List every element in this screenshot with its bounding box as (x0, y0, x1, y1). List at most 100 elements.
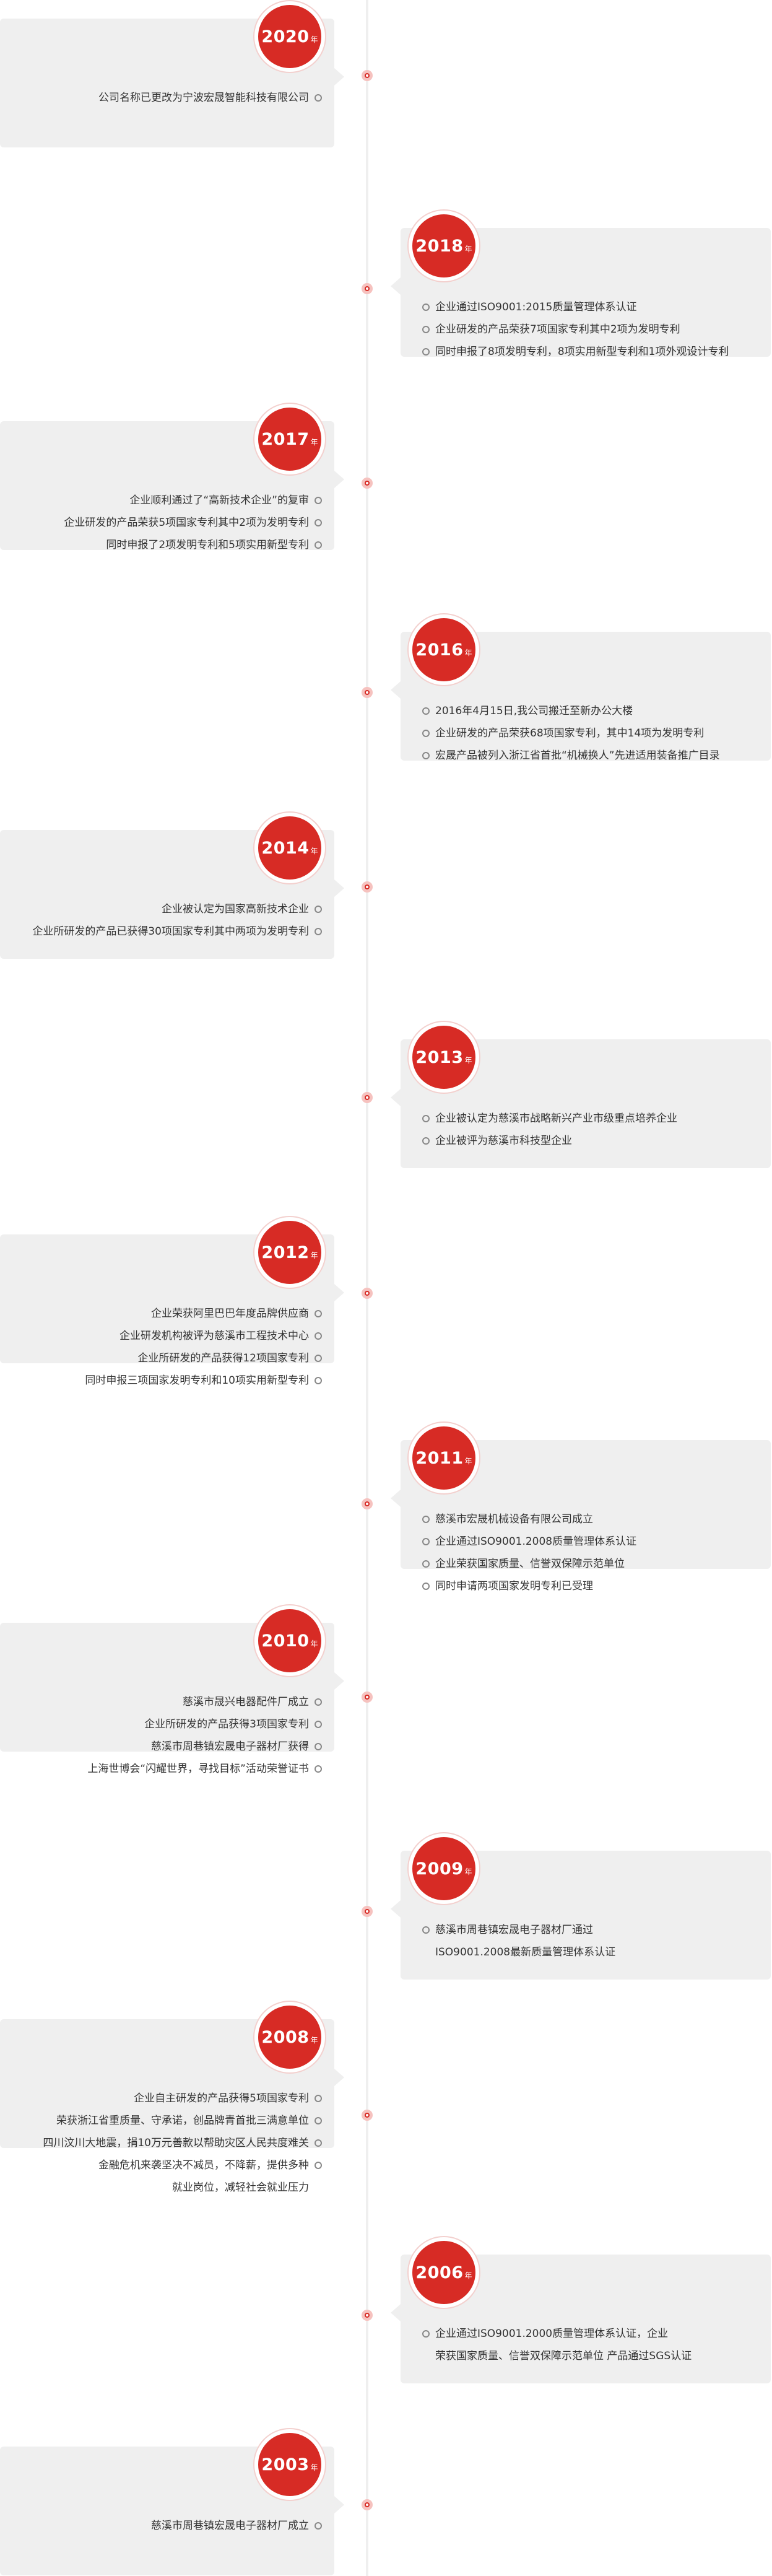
timeline-dot-2020 (362, 70, 373, 81)
circle-bullet-icon (314, 519, 322, 526)
circle-bullet-icon (422, 752, 430, 759)
timeline-dot-2014 (362, 881, 373, 893)
milestone-text: 就业岗位，减轻社会就业压力 (172, 2181, 309, 2194)
milestone-list: 慈溪市宏晟机械设备有限公司成立企业通过ISO9001.2008质量管理体系认证企… (422, 1508, 636, 1597)
circle-bullet-icon (422, 1926, 430, 1934)
year-suffix: 年 (310, 1251, 318, 1260)
year-suffix: 年 (310, 2463, 318, 2472)
year-suffix: 年 (310, 846, 318, 855)
milestone-text: 企业研发的产品荣获68项国家专利，其中14项为发明专利 (435, 727, 705, 740)
circle-bullet-icon (314, 2139, 322, 2147)
milestone-item: 企业所研发的产品获得3项国家专利 (87, 1713, 322, 1736)
milestone-text: 2016年4月15日,我公司搬迁至新办公大楼 (435, 705, 633, 717)
milestone-item: 企业通过ISO9001:2015质量管理体系认证 (422, 296, 729, 318)
circle-bullet-icon (422, 1137, 430, 1145)
milestone-text: 企业自主研发的产品获得5项国家专利 (134, 2092, 309, 2105)
milestone-list: 慈溪市周巷镇宏晟电子器材厂成立 (151, 2515, 322, 2537)
milestone-text: 企业研发的产品荣获7项国家专利其中2项为发明专利 (435, 323, 680, 336)
milestone-list: 企业通过ISO9001.2000质量管理体系认证，企业荣获国家质量、信誉双保障示… (422, 2323, 692, 2367)
year-label: 2009 (415, 1859, 464, 1879)
milestone-item: 企业荣获阿里巴巴年度品牌供应商 (85, 1303, 322, 1325)
timeline-dot-2008 (362, 2110, 373, 2121)
milestone-text: 慈溪市宏晟机械设备有限公司成立 (435, 1513, 593, 1526)
milestone-text: 荣获浙江省重质量、守承诺，创品牌青首批三满意单位 (56, 2115, 309, 2127)
milestone-list: 企业荣获阿里巴巴年度品牌供应商企业研发机构被评为慈溪市工程技术中心企业所研发的产… (85, 1303, 322, 1392)
timeline-dot-2012 (362, 1288, 373, 1299)
circle-bullet-icon (422, 707, 430, 715)
milestone-item: 企业研发的产品荣获68项国家专利，其中14项为发明专利 (422, 722, 720, 744)
timeline-dot-2017 (362, 478, 373, 489)
milestone-list: 企业被认定为国家高新技术企业企业所研发的产品已获得30项国家专利其中两项为发明专… (32, 898, 322, 943)
milestone-list: 企业自主研发的产品获得5项国家专利荣获浙江省重质量、守承诺，创品牌青首批三满意单… (43, 2087, 322, 2199)
milestone-text: 企业被认定为慈溪市战略新兴产业市级重点培养企业 (435, 1112, 677, 1125)
milestone-item: 公司名称已更改为宁波宏晟智能科技有限公司 (98, 87, 322, 109)
milestone-item: 企业研发的产品荣获5项国家专利其中2项为发明专利 (64, 512, 322, 534)
circle-bullet-icon (422, 1538, 430, 1545)
circle-bullet-icon (314, 1721, 322, 1728)
circle-bullet-icon (314, 2522, 322, 2530)
circle-bullet-icon (314, 1743, 322, 1750)
milestone-text: 企业被认定为国家高新技术企业 (162, 903, 309, 915)
milestone-item: 企业所研发的产品获得12项国家专利 (85, 1347, 322, 1369)
milestone-list: 慈溪市晟兴电器配件厂成立企业所研发的产品获得3项国家专利慈溪市周巷镇宏晟电子器材… (87, 1691, 322, 1780)
year-suffix: 年 (464, 244, 472, 253)
circle-bullet-icon (422, 1583, 430, 1590)
year-suffix: 年 (464, 1867, 472, 1876)
circle-bullet-icon (314, 1698, 322, 1706)
milestone-item: 慈溪市晟兴电器配件厂成立 (87, 1691, 322, 1713)
milestone-text: 四川汶川大地震，捐10万元善款以帮助灾区人民共度难关 (43, 2137, 309, 2149)
milestone-item: 慈溪市周巷镇宏晟电子器材厂成立 (151, 2515, 322, 2537)
milestone-item: 企业顺利通过了“高新技术企业”的复审 (64, 489, 322, 512)
circle-bullet-icon (314, 1332, 322, 1340)
year-suffix: 年 (464, 648, 472, 657)
milestone-item: 企业通过ISO9001.2000质量管理体系认证，企业 (422, 2323, 692, 2345)
year-label: 2018 (415, 236, 464, 256)
milestone-item: 荣获浙江省重质量、守承诺，创品牌青首批三满意单位 (43, 2110, 322, 2132)
milestone-item: 宏晟产品被列入浙江省首批“机械换人”先进适用装备推广目录 (422, 744, 720, 767)
milestone-item: 2016年4月15日,我公司搬迁至新办公大楼 (422, 700, 720, 722)
year-label: 2011 (415, 1448, 464, 1468)
milestone-text: 同时申报了8项发明专利，8项实用新型专利和1项外观设计专利 (435, 346, 729, 358)
timeline-dot-2013 (362, 1092, 373, 1103)
milestone-text: 慈溪市周巷镇宏晟电子器材厂成立 (151, 2520, 309, 2532)
year-suffix: 年 (310, 35, 318, 44)
year-label: 2014 (261, 838, 310, 858)
circle-bullet-icon (314, 94, 322, 102)
milestone-item: 四川汶川大地震，捐10万元善款以帮助灾区人民共度难关 (43, 2132, 322, 2154)
year-suffix: 年 (464, 2271, 472, 2280)
milestone-text: 企业所研发的产品已获得30项国家专利其中两项为发明专利 (32, 925, 309, 938)
milestone-text: 企业顺利通过了“高新技术企业”的复审 (129, 494, 309, 507)
year-label: 2017 (261, 429, 310, 449)
milestone-item: 企业研发的产品荣获7项国家专利其中2项为发明专利 (422, 318, 729, 341)
milestone-text: 上海世博会“闪耀世界，寻找目标”活动荣誉证书 (87, 1763, 309, 1775)
milestone-list: 企业被认定为慈溪市战略新兴产业市级重点培养企业企业被评为慈溪市科技型企业 (422, 1107, 677, 1152)
milestone-item: 上海世博会“闪耀世界，寻找目标”活动荣誉证书 (87, 1758, 322, 1780)
timeline-dot-2009 (362, 1906, 373, 1917)
milestone-item: 慈溪市宏晟机械设备有限公司成立 (422, 1508, 636, 1530)
circle-bullet-icon (422, 348, 430, 356)
milestone-item: 企业研发机构被评为慈溪市工程技术中心 (85, 1325, 322, 1347)
year-suffix: 年 (464, 1055, 472, 1065)
year-label: 2006 (415, 2263, 464, 2282)
milestone-item: 企业被认定为慈溪市战略新兴产业市级重点培养企业 (422, 1107, 677, 1130)
circle-bullet-icon (422, 303, 430, 311)
milestone-text: 企业荣获国家质量、信誉双保障示范单位 (435, 1558, 625, 1570)
